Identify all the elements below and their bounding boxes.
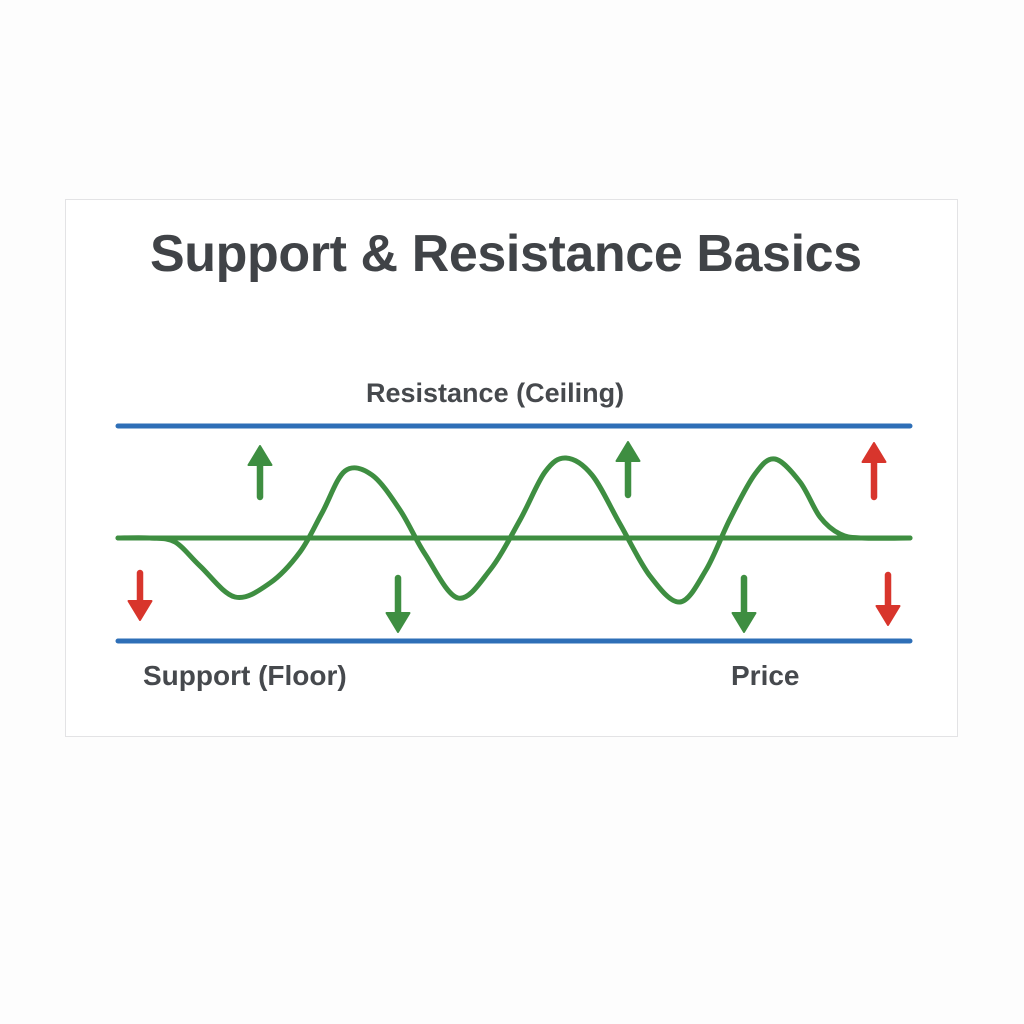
support-label: Support (Floor) xyxy=(143,660,347,691)
resistance-label: Resistance (Ceiling) xyxy=(366,378,625,408)
price-label: Price xyxy=(731,660,800,691)
page-title: Support & Resistance Basics xyxy=(150,225,862,283)
